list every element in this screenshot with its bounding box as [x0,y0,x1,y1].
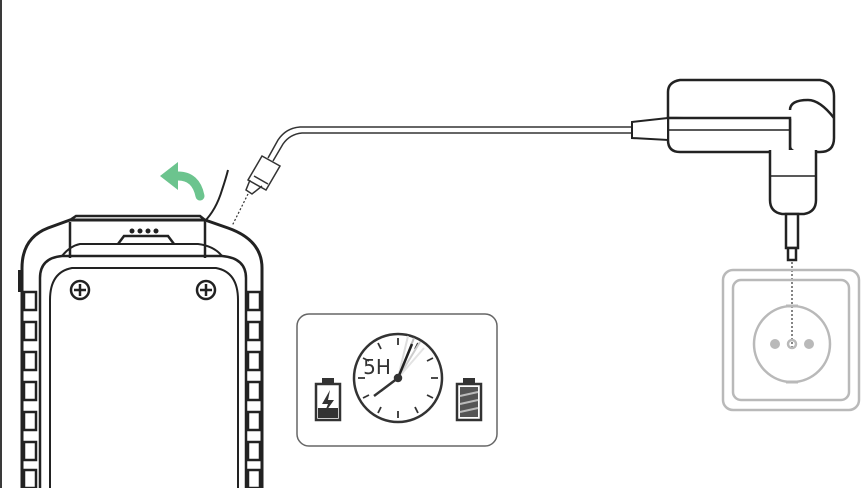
battery-full-icon [455,378,483,422]
port-cover-flap [203,169,229,223]
usb-cable-icon [231,126,632,227]
left-border [0,0,2,488]
curved-arrow-icon [160,162,205,201]
charge-time-panel: 5H [296,313,498,447]
clock-icon [352,332,444,424]
wall-socket-icon [721,268,861,412]
socket-holes [770,339,814,349]
charge-time-label: 5H [363,355,391,379]
rugged-phone-icon [18,214,264,488]
wall-charger-icon [631,78,836,262]
connector-pins [129,228,159,234]
battery-charging-icon [314,378,342,422]
